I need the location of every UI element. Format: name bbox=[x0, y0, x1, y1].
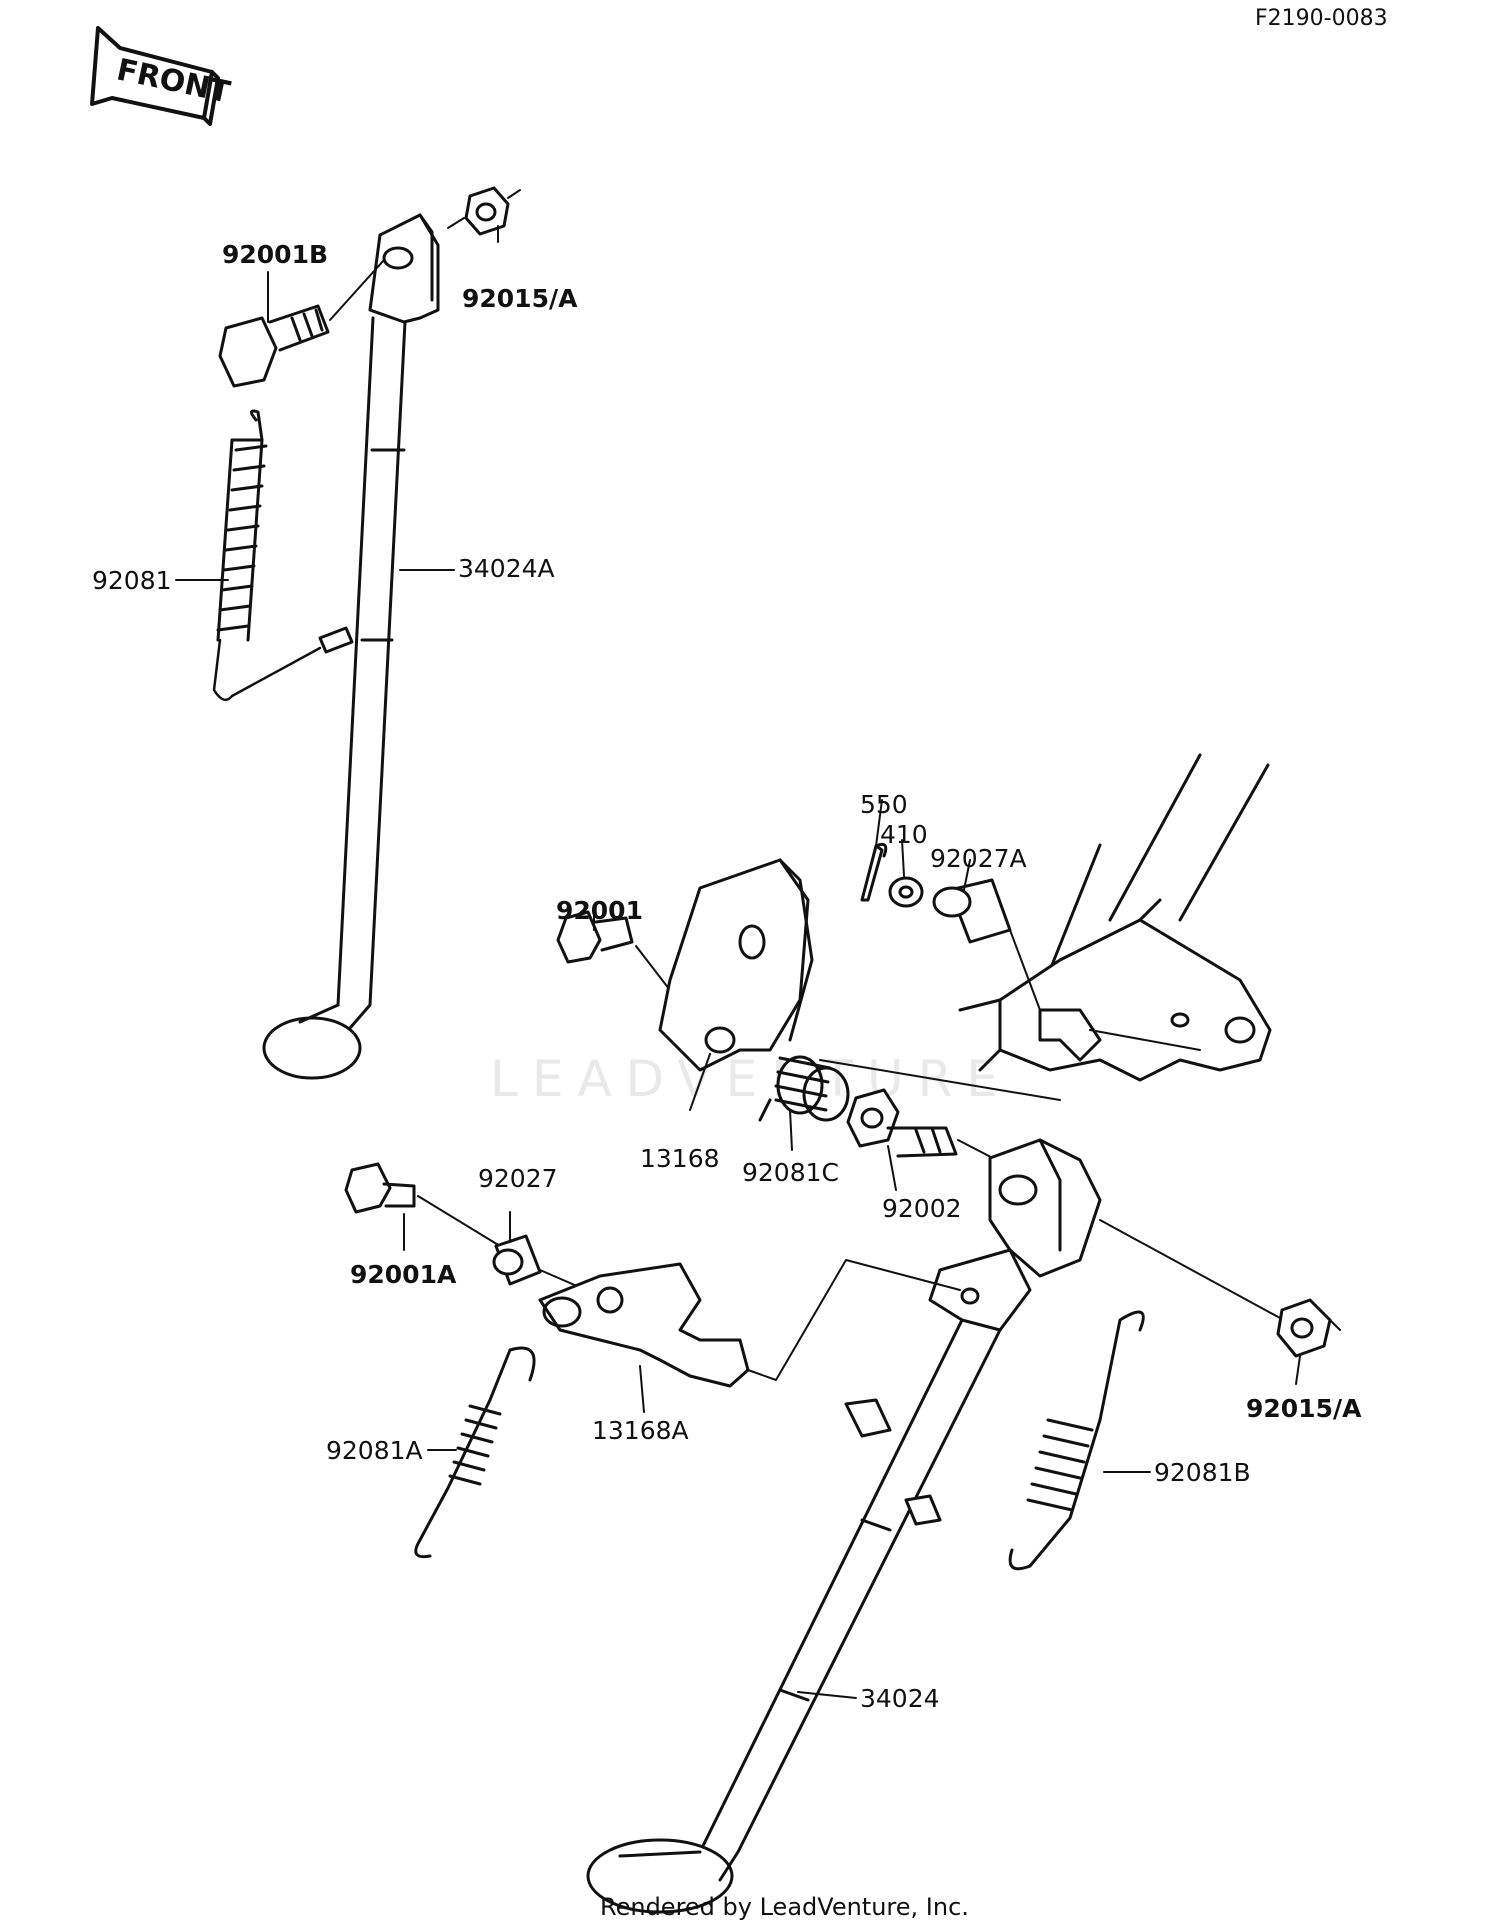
figure-code: F2190-0083 bbox=[1255, 6, 1388, 31]
part-label-92015a-lower[interactable]: 92015/A bbox=[1246, 1394, 1362, 1423]
part-label-92001[interactable]: 92001 bbox=[556, 896, 643, 925]
nut-92015a-lower-icon bbox=[1276, 1298, 1341, 1358]
frame-bracket bbox=[819, 753, 1272, 1101]
part-label-92001a[interactable]: 92001A bbox=[350, 1260, 457, 1289]
part-label-92081[interactable]: 92081 bbox=[92, 566, 172, 595]
cotter-pin-550-icon bbox=[860, 842, 888, 902]
part-label-410[interactable]: 410 bbox=[880, 820, 928, 849]
part-label-92001b[interactable]: 92001B bbox=[222, 240, 329, 269]
bolt-92001b-icon bbox=[218, 259, 385, 388]
bracket-13168 bbox=[658, 858, 814, 1072]
part-label-92027[interactable]: 92027 bbox=[478, 1164, 558, 1193]
nut-92015a-upper-icon bbox=[447, 186, 521, 236]
leader-lines bbox=[175, 225, 1301, 1699]
part-label-550[interactable]: 550 bbox=[860, 790, 908, 819]
spring-92081a-icon bbox=[414, 1346, 536, 1559]
side-stand-lower bbox=[586, 1138, 1281, 1914]
spring-92081b-icon bbox=[1008, 1310, 1145, 1571]
part-label-92002[interactable]: 92002 bbox=[882, 1194, 962, 1223]
side-stand-upper bbox=[262, 213, 440, 1080]
bolt-92002-icon bbox=[846, 1088, 1017, 1171]
spring-92081c-icon bbox=[758, 1055, 850, 1122]
part-label-92081c[interactable]: 92081C bbox=[742, 1158, 839, 1187]
part-label-92027a[interactable]: 92027A bbox=[930, 844, 1027, 873]
footer-credit: Rendered by LeadVenture, Inc. bbox=[600, 1893, 969, 1921]
part-label-34024a[interactable]: 34024A bbox=[458, 554, 555, 583]
part-label-92015a-upper[interactable]: 92015/A bbox=[462, 284, 578, 313]
part-label-92081b[interactable]: 92081B bbox=[1154, 1458, 1251, 1487]
washer-410-icon bbox=[888, 876, 924, 908]
spring-92081-icon bbox=[212, 409, 354, 702]
part-label-92081a[interactable]: 92081A bbox=[326, 1436, 423, 1465]
bolt-92001a-icon bbox=[344, 1162, 501, 1247]
collar-92027-icon bbox=[492, 1234, 601, 1297]
part-label-13168[interactable]: 13168 bbox=[640, 1144, 720, 1173]
watermark-text: LEADVENTURE bbox=[490, 1050, 1012, 1108]
part-label-34024[interactable]: 34024 bbox=[860, 1684, 940, 1713]
front-arrow-icon bbox=[90, 26, 220, 126]
bracket-13168a bbox=[538, 1259, 961, 1388]
collar-92027a-icon bbox=[932, 878, 1041, 1011]
part-label-13168a[interactable]: 13168A bbox=[592, 1416, 689, 1445]
